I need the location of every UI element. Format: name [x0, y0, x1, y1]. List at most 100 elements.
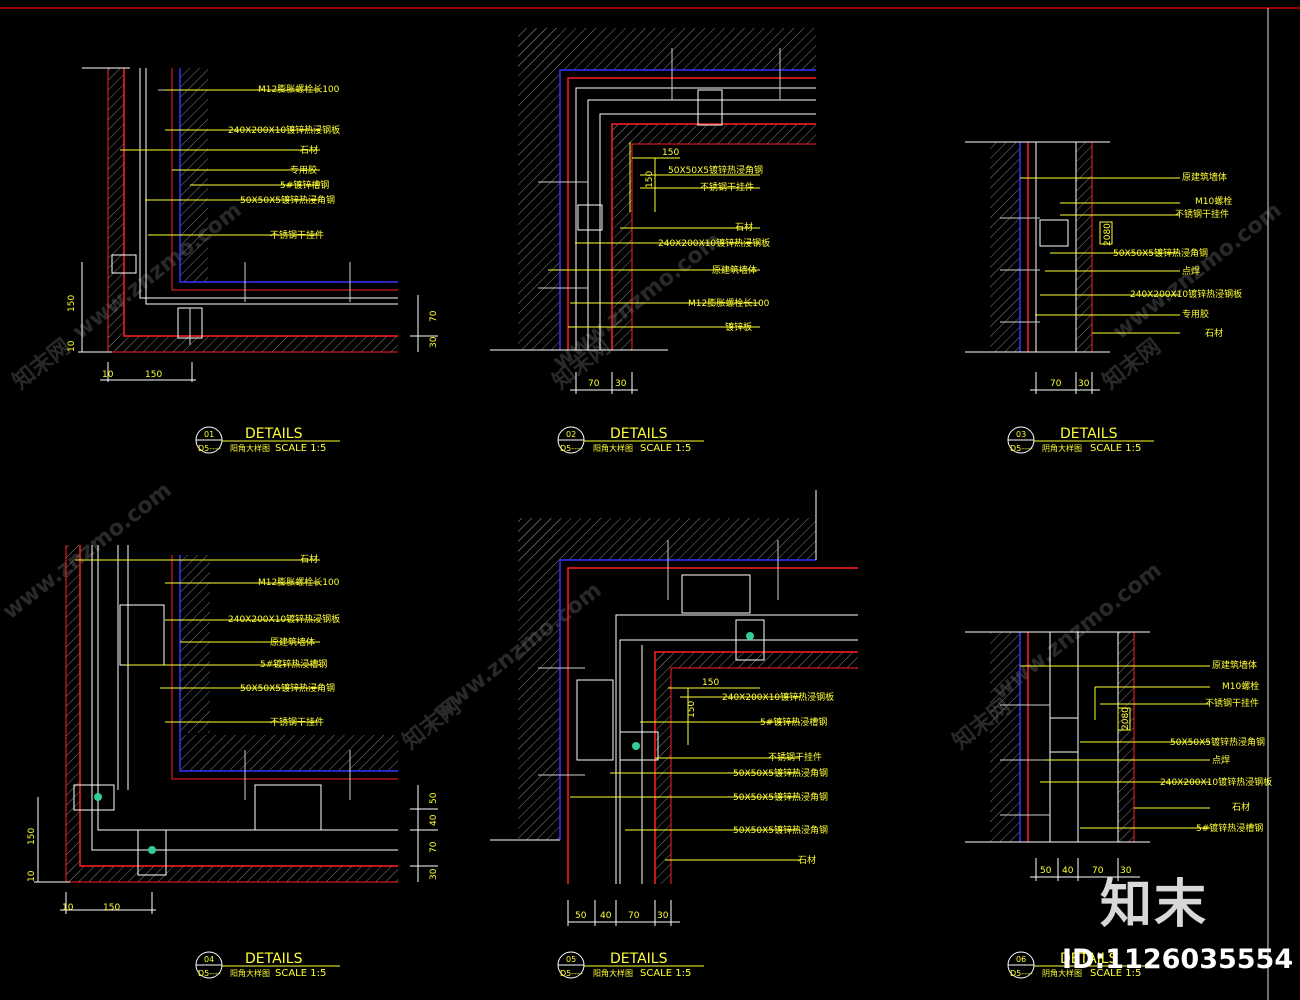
detail-title: DETAILS: [1060, 951, 1118, 967]
wall-hatch: [180, 68, 208, 282]
sheet-ref: D5----: [198, 444, 221, 453]
detail-label: 石材: [1205, 327, 1223, 339]
detail-title-block: 04 D5---- DETAILS 阳角大样图 SCALE 1:5: [195, 951, 340, 979]
wall-face: [559, 559, 816, 840]
detail-label: 点焊: [1182, 265, 1200, 277]
label-stack: [75, 559, 320, 723]
stone-outline: [670, 667, 858, 884]
detail-scale: SCALE 1:5: [275, 968, 326, 979]
dimension-text: 30: [1120, 866, 1132, 876]
detail-label: 50X50X5镀锌热浸角钢: [668, 164, 763, 176]
detail-label: M10螺栓: [1222, 680, 1259, 692]
detail-title: DETAILS: [610, 426, 668, 442]
stone-outline: [631, 143, 816, 350]
detail-02: 50X50X5镀锌热浸角钢 不锈钢干挂件 石材 240X200X10镀锌热浸钢板…: [490, 28, 816, 454]
sheet-ref: D5----: [1010, 444, 1033, 453]
channel: [119, 604, 165, 666]
bolt: [735, 619, 765, 661]
detail-label: M10螺栓: [1195, 195, 1232, 207]
stone-outline: [611, 123, 816, 350]
detail-number: 05: [566, 955, 576, 964]
detail-label: 点焊: [1212, 754, 1230, 766]
dimension-text: 70: [1092, 866, 1104, 876]
watermark-tile: www.znzmo.com: [0, 478, 177, 625]
detail-label: 50X50X5镀锌热浸角钢: [733, 824, 828, 836]
detail-label: 50X50X5镀锌热浸角钢: [1170, 736, 1265, 748]
detail-scale: SCALE 1:5: [1090, 968, 1141, 979]
detail-subtitle: 阴角大样图: [1042, 968, 1082, 978]
sheet-ref: D5----: [560, 444, 583, 453]
bolt: [697, 89, 723, 126]
detail-label: 不锈钢干挂件: [1205, 697, 1259, 709]
detail-label: 专用胶: [290, 164, 317, 176]
dimension-text: 40: [600, 911, 612, 921]
dimensions: [78, 262, 438, 382]
wall-face: [179, 68, 398, 283]
detail-06: 2080 原建筑墙体 M10螺栓 不锈钢干挂件 50X50X5镀锌热浸角钢 点焊…: [965, 631, 1272, 979]
detail-label: 5#镀锌热浸槽钢: [760, 716, 827, 728]
dimensions: [1030, 858, 1140, 881]
wall-hatch: [518, 518, 816, 560]
detail-05: 240X200X10镀锌热浸钢板 5#镀锌热浸槽钢 不锈钢干挂件 50X50X5…: [490, 490, 858, 979]
detail-label: 不锈钢干挂件: [700, 181, 754, 193]
wall-hatch: [108, 68, 124, 350]
detail-label: 原建筑墙体: [1212, 659, 1257, 671]
channel: [1049, 717, 1079, 753]
detail-subtitle: 阳角大样图: [593, 443, 633, 453]
steel-angle: [145, 68, 398, 305]
detail-label: 不锈钢干挂件: [270, 716, 324, 728]
detail-label: 石材: [1232, 801, 1250, 813]
dimension-text: 150: [145, 370, 162, 380]
steel-angle: [575, 87, 816, 350]
label-stack: [1020, 177, 1180, 334]
dimension-text: 70: [429, 841, 439, 853]
label-stack: [570, 687, 800, 861]
dimension-text: 10: [67, 340, 77, 352]
detail-label: 240X200X10镀锌热浸钢板: [1160, 776, 1272, 788]
detail-subtitle: 阳角大样图: [230, 968, 270, 978]
dimension-text: 50: [429, 792, 439, 804]
watermark-tile: 知末网: [8, 334, 76, 395]
wall-hatch: [1076, 142, 1092, 352]
stone-outline: [654, 651, 858, 884]
bolt: [111, 254, 137, 274]
bolt: [137, 829, 167, 876]
sheet-ref: D5----: [198, 969, 221, 978]
watermark-tile: www.znzmo.com: [68, 198, 246, 345]
dimension-text: 70: [628, 911, 640, 921]
brand-watermark-id: ID:1126035554: [1062, 944, 1294, 975]
dimension-text: 30: [429, 336, 439, 348]
wall-hatch: [518, 28, 560, 350]
detail-number: 02: [566, 430, 576, 439]
bolt-head: [94, 793, 102, 801]
detail-label: 不锈钢干挂件: [270, 229, 324, 241]
stone-outline: [567, 77, 816, 350]
dimension-text: 150: [687, 701, 697, 718]
detail-label: 240X200X10镀锌热浸钢板: [228, 613, 340, 625]
detail-label: 不锈钢干挂件: [768, 751, 822, 763]
detail-title-block: 02 D5---- DETAILS 阳角大样图 SCALE 1:5: [557, 426, 704, 454]
detail-label: M12膨胀螺栓长100: [258, 576, 340, 588]
dimension-text: 10: [62, 903, 74, 913]
dimensions: [1030, 372, 1100, 394]
bolt-head: [746, 632, 754, 640]
steel-angle: [619, 639, 858, 884]
dimension-text: 30: [657, 911, 669, 921]
detail-number: 01: [204, 430, 214, 439]
dimension-text: 150: [27, 828, 37, 845]
channel: [254, 784, 322, 831]
wall-hatch: [518, 28, 816, 70]
detail-scale: SCALE 1:5: [640, 443, 691, 454]
stone-outline: [567, 567, 858, 884]
wall-hatch: [1118, 632, 1134, 842]
dimension-text: 150: [662, 148, 679, 158]
detail-number: 06: [1016, 955, 1026, 964]
stone-outline: [107, 68, 398, 353]
detail-label: 50X50X5镀锌热浸角钢: [733, 767, 828, 779]
dimension-text: 70: [588, 379, 600, 389]
sheet-ref: D5----: [1010, 969, 1033, 978]
dimension-text: 150: [702, 678, 719, 688]
detail-label: 镀锌板: [725, 321, 752, 333]
sheet-ref: D5----: [560, 969, 583, 978]
label-stack: [548, 142, 760, 328]
